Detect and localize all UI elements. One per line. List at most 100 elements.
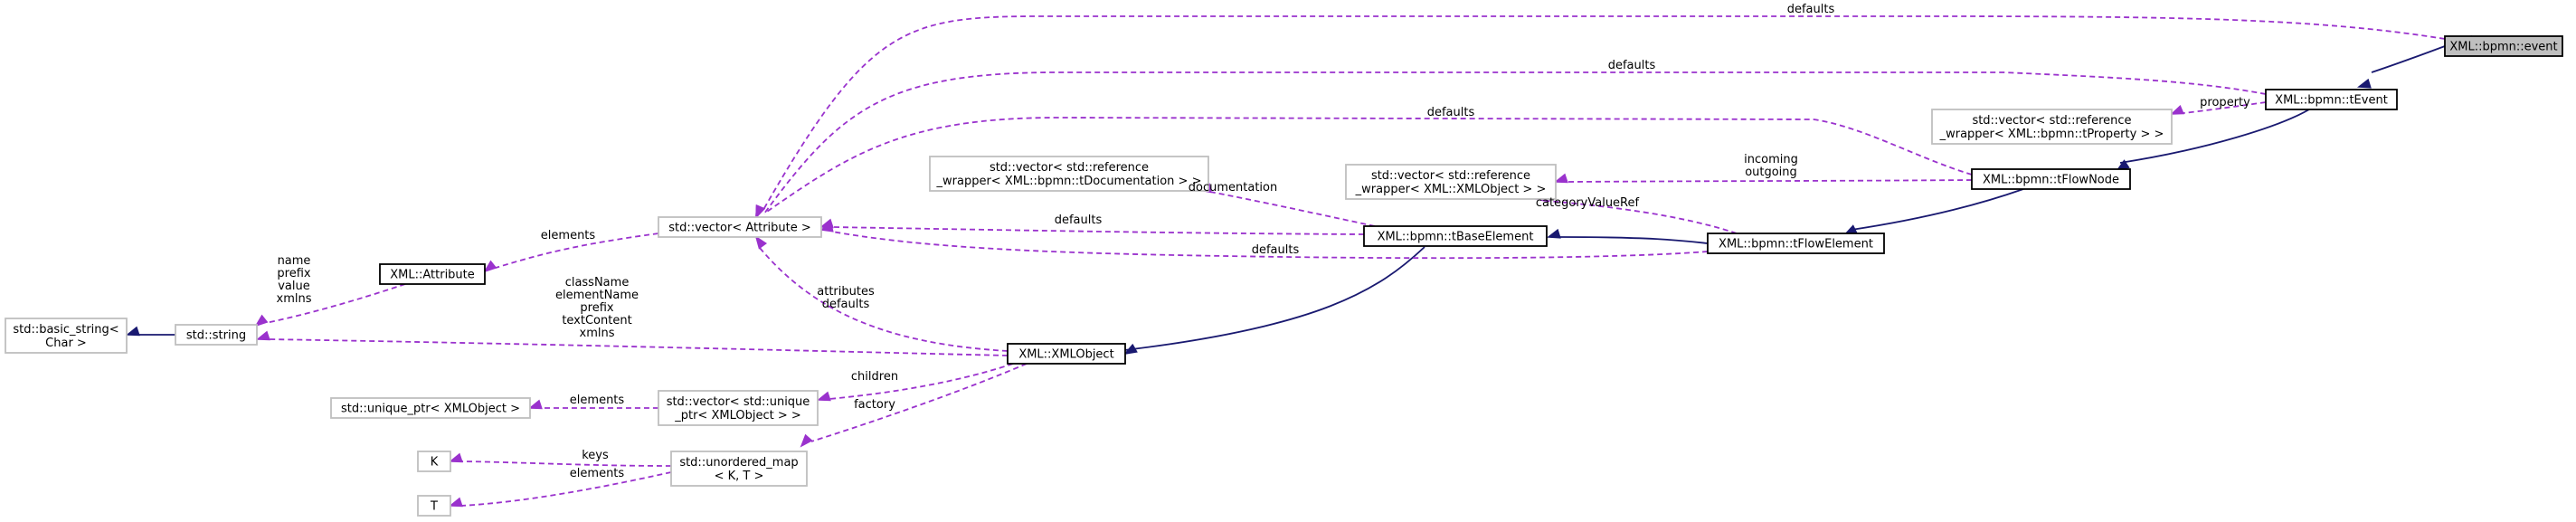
unorderedMap-keys-edge-line — [460, 460, 672, 467]
node-unordered-map: std::unordered_map< K, T > — [670, 451, 808, 487]
node-box — [658, 390, 819, 426]
node-vec-xml-obj-ref: std::vector< std::reference_wrapper< XML… — [1345, 164, 1557, 200]
node-label: T — [430, 500, 438, 514]
xmlObject-string-members-edge-line — [268, 338, 1009, 356]
node-label: std::string — [186, 329, 246, 343]
node-vec-attribute: std::vector< Attribute > — [658, 216, 822, 238]
tBaseElement-inherits-xmlObject — [1116, 246, 1425, 356]
tFlowElement-defaults-edge-arrowhead — [819, 222, 834, 233]
node-label: XML::bpmn::tFlowNode — [1983, 174, 2119, 187]
node-t-base-element[interactable]: XML::bpmn::tBaseElement — [1363, 225, 1548, 247]
node-vec-unique-ptr: std::vector< std::unique_ptr< XMLObject … — [658, 390, 819, 426]
tFlowElement-defaults-label: defaults — [1252, 243, 1300, 257]
tFlowElement-inherits-tBaseElement — [1546, 228, 1709, 244]
vecUniquePtr-elements-edge-arrowhead — [527, 399, 543, 410]
tBaseElement-documentation-edge-line — [1209, 191, 1376, 227]
tFlowElement-inherits-tBaseElement-arrowhead — [1546, 228, 1561, 239]
tBaseElement-defaults-label: defaults — [1055, 214, 1103, 227]
xmlObject-attributes-defaults-edge — [754, 235, 1009, 352]
tEvent-property-edge — [2170, 101, 2267, 115]
node-label: XML::bpmn::tFlowElement — [1719, 238, 1873, 252]
attribute-string-members-edge-arrowhead — [254, 314, 269, 327]
vecUniquePtr-elements-edge — [527, 399, 659, 410]
node-box — [417, 495, 451, 517]
vecAttribute-elements-edge-arrowhead — [483, 260, 497, 273]
tEvent-property-edge-line — [2183, 101, 2267, 114]
tEvent-property-edge-arrowhead — [2170, 104, 2184, 115]
node-basic-string: std::basic_string<Char > — [5, 318, 128, 354]
unorderedMap-elements-edge-line — [460, 471, 672, 507]
vecUniquePtr-elements-label: elements — [570, 394, 625, 407]
node-box — [1007, 343, 1126, 365]
node-label: std::vector< Attribute > — [668, 222, 811, 235]
node-t-event[interactable]: XML::bpmn::tEvent — [2265, 89, 2398, 110]
node-label: std::vector< std::reference_wrapper< XML… — [936, 161, 1202, 188]
node-box — [379, 263, 486, 285]
node-box — [417, 451, 451, 472]
xmlObject-factory-label: factory — [854, 398, 895, 412]
attribute-string-members-edge — [254, 283, 406, 327]
attribute-string-members-edge-line — [265, 283, 406, 324]
node--k: K — [417, 451, 451, 472]
node-attribute[interactable]: XML::Attribute — [379, 263, 486, 285]
vecAttribute-elements-edge-line — [495, 233, 659, 269]
diagram-edges — [125, 15, 2473, 508]
node-label: XML::bpmn::tBaseElement — [1378, 231, 1534, 244]
node-box — [2265, 89, 2398, 110]
node-t-flow-element[interactable]: XML::bpmn::tFlowElement — [1707, 233, 1885, 254]
node-box — [2444, 35, 2563, 57]
node-label: XML::Attribute — [390, 269, 475, 282]
node-box — [929, 156, 1209, 192]
node-label: XML::bpmn::event — [2449, 41, 2557, 54]
tFlowNode-defaults-edge — [755, 117, 1973, 219]
xmlObject-children-edge-line — [829, 363, 1014, 400]
node-label: std::vector< std::reference_wrapper< XML… — [1939, 114, 2164, 141]
node-box — [5, 318, 128, 354]
vecAttribute-elements-label: elements — [541, 229, 596, 242]
tFlowNode-inherits-tFlowElement-line — [1851, 188, 2024, 231]
tFlowElement-defaults-edge — [819, 222, 1709, 260]
tBaseElement-inherits-xmlObject-arrowhead — [1123, 343, 1138, 356]
node-xml-object[interactable]: XML::XMLObject — [1007, 343, 1126, 365]
xmlObject-children-edge — [816, 363, 1014, 402]
node-box — [1363, 225, 1548, 247]
node-label: std::basic_string<Char > — [13, 323, 118, 350]
node-vec-t-property: std::vector< std::reference_wrapper< XML… — [1931, 109, 2173, 145]
tFlowElement-defaults-edge-line — [831, 231, 1709, 260]
stdString-inherits-basicString — [125, 326, 176, 337]
xmlObject-attributes-defaults-edge-arrowhead — [754, 235, 768, 250]
unorderedMap-keys-edge — [448, 452, 672, 467]
tEvent-property-label: property — [2200, 96, 2250, 109]
event-inherits-tEvent-arrowhead — [2356, 78, 2372, 89]
xmlObject-factory-edge — [800, 363, 1028, 448]
unorderedMap-elements-edge — [448, 471, 672, 508]
node-std-string: std::string — [175, 324, 258, 346]
xmlObject-string-members-edge — [255, 330, 1009, 356]
node-t-flow-node[interactable]: XML::bpmn::tFlowNode — [1971, 168, 2131, 190]
xmlObject-children-label: children — [851, 370, 898, 384]
node-box — [670, 451, 808, 487]
event-defaults-label: defaults — [1787, 3, 1835, 16]
node-label: XML::bpmn::tEvent — [2275, 94, 2388, 108]
unorderedMap-elements-label: elements — [570, 467, 625, 480]
tFlowNode-incoming-outgoing-edge — [1553, 173, 1973, 184]
tBaseElement-documentation-label: documentation — [1189, 181, 1277, 195]
event-defaults-edge-line — [763, 15, 2446, 209]
diagram-edge-labels: defaultsdefaultsdefaultsdefaultsdefaults… — [277, 3, 2251, 480]
node-box — [1971, 168, 2131, 190]
vecAttribute-elements-edge — [483, 233, 659, 273]
tFlowNode-inherits-tFlowElement — [1843, 188, 2024, 235]
unorderedMap-keys-edge-arrowhead — [448, 452, 463, 463]
tEvent-defaults-edge-line — [763, 71, 2267, 214]
tFlowNode-defaults-edge-line — [763, 117, 1973, 214]
node-box — [175, 324, 258, 346]
node-event: XML::bpmn::event — [2444, 35, 2563, 57]
node-box — [330, 397, 531, 419]
tFlowNode-defaults-edge-arrowhead — [755, 204, 766, 219]
tBaseElement-inherits-xmlObject-line — [1116, 246, 1425, 352]
node-label: std::vector< std::unique_ptr< XMLObject … — [667, 395, 810, 422]
